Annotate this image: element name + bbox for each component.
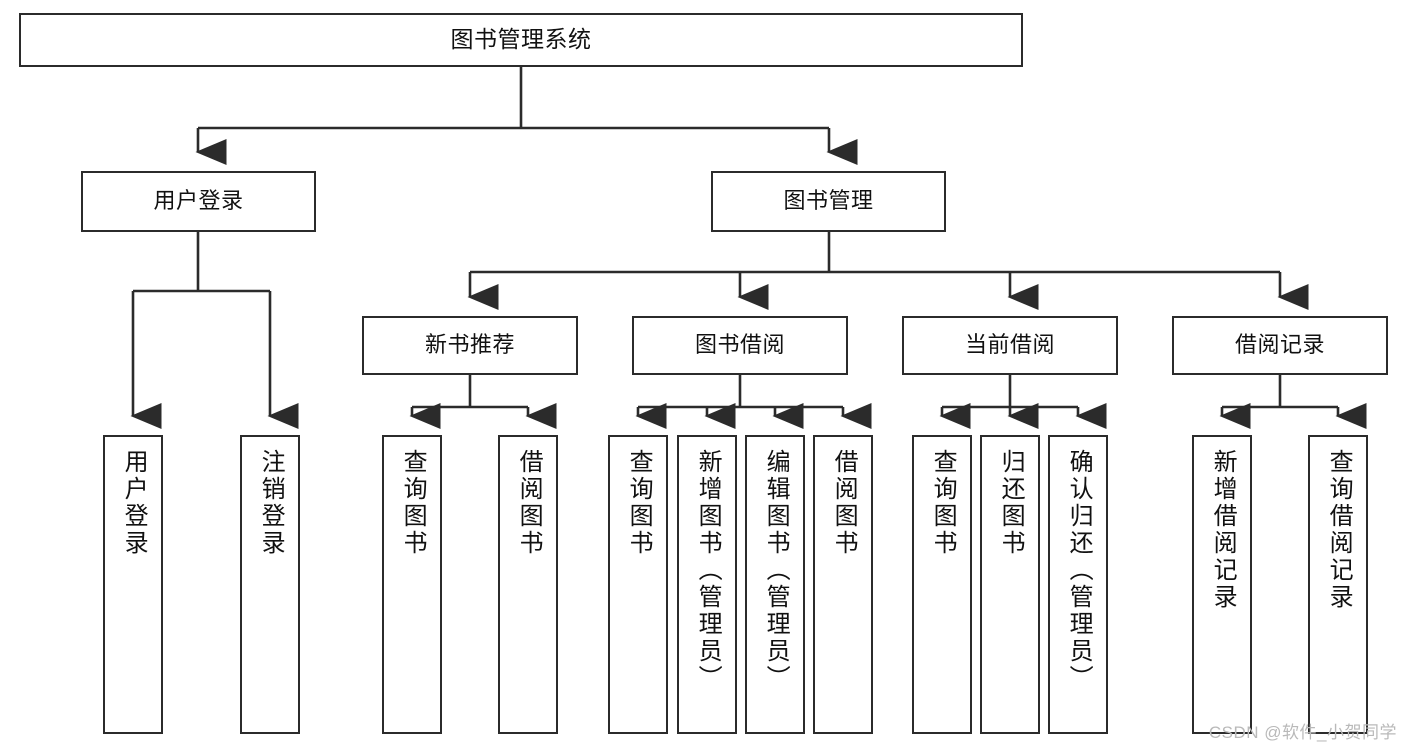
leaf-return-book[interactable]: 归还图书 xyxy=(980,435,1040,734)
node-root-book-management-system[interactable]: 图书管理系统 xyxy=(19,13,1023,67)
node-label: 图书管理 xyxy=(783,188,874,214)
leaf-label: 查询图书 xyxy=(625,449,653,557)
node-user-login[interactable]: 用户登录 xyxy=(81,171,316,232)
leaf-user-login[interactable]: 用户登录 xyxy=(103,435,163,734)
node-borrow-record[interactable]: 借阅记录 xyxy=(1172,316,1388,375)
leaf-label: 新增借阅记录 xyxy=(1209,449,1237,611)
leaf-label: 编辑图书（管理员） xyxy=(762,449,790,692)
node-new-book-recommend[interactable]: 新书推荐 xyxy=(362,316,578,375)
node-label: 借阅记录 xyxy=(1234,332,1325,358)
leaf-add-borrow-record[interactable]: 新增借阅记录 xyxy=(1192,435,1252,734)
leaf-label: 查询图书 xyxy=(929,449,957,557)
node-label: 图书管理系统 xyxy=(450,26,592,53)
leaf-label: 借阅图书 xyxy=(830,449,858,557)
leaf-label: 借阅图书 xyxy=(515,449,543,557)
leaf-label: 注销登录 xyxy=(257,449,285,557)
leaf-label: 归还图书 xyxy=(997,449,1025,557)
leaf-borrow-book[interactable]: 借阅图书 xyxy=(813,435,873,734)
leaf-add-book-admin[interactable]: 新增图书（管理员） xyxy=(677,435,737,734)
leaf-label: 新增图书（管理员） xyxy=(694,449,722,692)
leaf-label: 确认归还（管理员） xyxy=(1065,449,1093,692)
csdn-watermark: CSDN @软件_小贺同学 xyxy=(1208,723,1397,742)
leaf-confirm-return-admin[interactable]: 确认归还（管理员） xyxy=(1048,435,1108,734)
node-label: 图书借阅 xyxy=(694,332,785,358)
leaf-label: 查询图书 xyxy=(399,449,427,557)
leaf-query-book-recommend[interactable]: 查询图书 xyxy=(382,435,442,734)
leaf-borrow-book-recommend[interactable]: 借阅图书 xyxy=(498,435,558,734)
leaf-query-book-borrow[interactable]: 查询图书 xyxy=(608,435,668,734)
node-label: 当前借阅 xyxy=(964,332,1055,358)
node-book-borrow[interactable]: 图书借阅 xyxy=(632,316,848,375)
leaf-logout-login[interactable]: 注销登录 xyxy=(240,435,300,734)
node-book-management[interactable]: 图书管理 xyxy=(711,171,946,232)
leaf-query-book-current[interactable]: 查询图书 xyxy=(912,435,972,734)
leaf-edit-book-admin[interactable]: 编辑图书（管理员） xyxy=(745,435,805,734)
node-label: 用户登录 xyxy=(153,188,244,214)
node-label: 新书推荐 xyxy=(424,332,515,358)
leaf-label: 查询借阅记录 xyxy=(1325,449,1353,611)
node-current-borrow[interactable]: 当前借阅 xyxy=(902,316,1118,375)
leaf-query-borrow-record[interactable]: 查询借阅记录 xyxy=(1308,435,1368,734)
leaf-label: 用户登录 xyxy=(120,449,148,557)
